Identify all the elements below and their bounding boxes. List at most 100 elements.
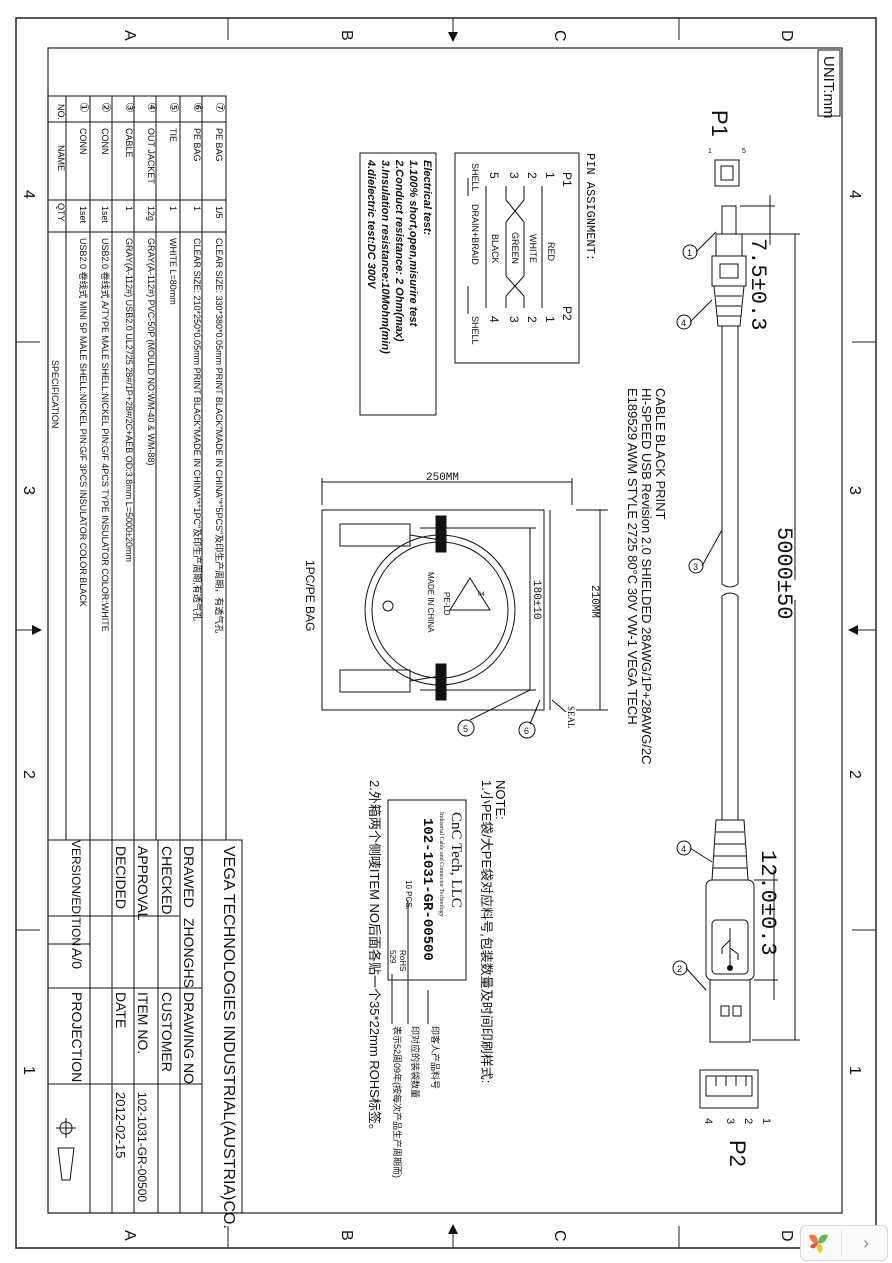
checked-label: CHECKED	[159, 846, 175, 914]
zone-number: 3	[20, 486, 37, 495]
bom-header-spec: SPECIFICATION	[50, 360, 60, 428]
p1-pin-5: 5	[487, 172, 501, 179]
note-title: NOTE:	[493, 780, 508, 820]
pin-assignment-title: PIN ASSIGNMENT:	[583, 153, 597, 261]
bag-width-dimension: 250MM	[426, 472, 459, 484]
zone-letter: D	[778, 30, 795, 42]
length-dimension: 5000±50	[771, 527, 796, 619]
bom-cell-qty: 1	[124, 206, 134, 211]
bom-cell-spec: GRAY(A-112#) USB2.0 UL2725 28#/1P+28#/2C…	[124, 238, 134, 562]
electrical-test-title: Electrical test:	[421, 160, 433, 236]
p1-label: P1	[707, 110, 732, 137]
bom-cell-no: ①	[77, 102, 91, 113]
zone-number: 1	[846, 1066, 863, 1075]
callout-3: 3	[693, 562, 698, 572]
bom-cell-no: ⑤	[167, 102, 181, 113]
dimension-lines	[740, 195, 800, 1041]
callout-6: 6	[524, 726, 529, 736]
center-arrow-left	[32, 625, 42, 635]
customer-label: CUSTOMER	[159, 992, 175, 1072]
pin-p1-label: P1	[560, 172, 574, 187]
p2-pin-1: 1	[543, 316, 557, 323]
label-note: 印客人产品料号	[430, 1026, 441, 1089]
zone-number: 2	[846, 770, 863, 779]
bom-cell-no: ④	[145, 102, 159, 113]
bom-cell-qty: 1/5	[214, 206, 224, 219]
version-value: A/0	[69, 948, 85, 969]
date-value: 2012-02-15	[113, 1092, 128, 1159]
label-rohs: RoHS	[398, 950, 407, 971]
note-line-1: 1.小PE袋/大PE袋对应料号,包装数量及时间印刷样式:	[479, 780, 494, 1083]
p1-connector	[711, 205, 747, 327]
zone-number: 2	[20, 770, 37, 779]
bom-cell-no: ⑦	[213, 102, 227, 113]
callout-4: 4	[681, 318, 686, 328]
divider	[841, 1230, 842, 1256]
viewer-nav-button[interactable]: ›	[800, 1225, 888, 1261]
pin-assignment-box	[454, 152, 580, 364]
bom-cell-name: TIE	[168, 128, 178, 142]
projection-label: PROJECTION	[69, 992, 85, 1082]
center-arrow-bottom	[448, 1224, 458, 1234]
zone-letter: B	[338, 30, 355, 41]
bom-cell-qty: 1set	[78, 206, 88, 224]
bom-cell-name: CONN	[78, 128, 88, 155]
label-qty: 10 PCS.	[404, 880, 413, 910]
p2-pin-4: 4	[487, 316, 501, 323]
label-part-number: 102-1031-GR-00500	[419, 818, 435, 961]
bom-cell-spec: CLEAR SIZE: 210*250*0.05mm PRINT BLACK"M…	[192, 238, 203, 621]
bom-cell-name: PE BAG	[192, 128, 202, 162]
bom-header-qty: QTY	[56, 203, 66, 222]
p2-pin-3: 3	[507, 316, 521, 323]
unit-label: UNIT:mm	[820, 56, 837, 119]
p2-face-pin: 1	[760, 1118, 772, 1124]
chevron-right-icon[interactable]: ›	[863, 1233, 869, 1253]
bom-cell-no: ⑥	[191, 102, 205, 113]
bom-cell-no: ②	[99, 102, 113, 113]
p2-label: P2	[725, 1140, 750, 1167]
bom-cell-name: PE BAG	[214, 128, 224, 162]
seal-label: SEAL	[566, 706, 576, 729]
decided-label: DECIDED	[113, 846, 129, 909]
p1-face-pin: 1	[708, 148, 712, 155]
drawing-no-label: DRAWING NO	[181, 992, 197, 1084]
electrical-test-line: 4.dielectric test:DC 300V	[365, 159, 377, 290]
zone-letter: C	[551, 30, 568, 42]
usb-icon	[721, 928, 739, 971]
p1-pin-2: 2	[525, 172, 539, 179]
app-logo-icon	[809, 1234, 828, 1253]
made-in-china: MADE IN CHINA	[426, 572, 435, 633]
bag-label-sample	[387, 799, 467, 981]
zone-letter: B	[338, 1230, 355, 1241]
recycle-code: 04	[478, 592, 485, 598]
label-note: 表示52周09年(按每次产品生产周期而)	[392, 1026, 403, 1178]
pin-wires	[467, 178, 543, 314]
electrical-test-line: 2.Conduct resistance: 2 Ohm(max)	[393, 159, 405, 342]
bom-cell-name: CONN	[100, 128, 110, 155]
zone-number: 4	[846, 190, 863, 199]
p2-face-pin: 4	[702, 1118, 714, 1124]
callout-1: 1	[687, 248, 692, 258]
bom-cell-spec: USB2.0 卷线式 MINI 5P MALE SHELL:NICKEL PIN…	[78, 238, 89, 607]
bom-header-no: NO.	[56, 104, 66, 120]
wire-white: WHITE	[528, 234, 538, 263]
p2-face-pin: 2	[742, 1118, 754, 1124]
unit-box	[817, 49, 841, 117]
drain-braid: DRAIN+BRAID	[470, 204, 480, 265]
electrical-test-box	[359, 152, 437, 416]
center-arrow-right	[848, 625, 858, 635]
zone-letter: D	[778, 1230, 795, 1242]
p1-pin-3: 3	[507, 172, 521, 179]
zone-number: 1	[20, 1066, 37, 1075]
bom-cell-spec: GRAY(A-112#) PVC-50P (MOULD NO:WM-40 & W…	[146, 238, 156, 466]
cable-print-line: E189529 AWM STYLE 2725 80°C 30V VW-1 VEG…	[625, 388, 640, 725]
date-label: DATE	[113, 992, 129, 1028]
shell-right: SHELL	[470, 316, 480, 345]
note-line-2: 2.外箱两个侧唛ITEM NO后面各贴一个35*22mm ROHS标签。	[367, 780, 382, 1137]
bom-cell-qty: 12g	[146, 206, 156, 221]
bom-cell-qty: 1	[168, 206, 178, 211]
bom-cell-name: CABLE	[124, 128, 134, 158]
cable-print-line: HI-SPEED USB Revision 2.0 SHIELDED 28AWG…	[639, 388, 654, 765]
pe-bag	[321, 478, 608, 739]
p2-connector	[705, 819, 755, 1043]
